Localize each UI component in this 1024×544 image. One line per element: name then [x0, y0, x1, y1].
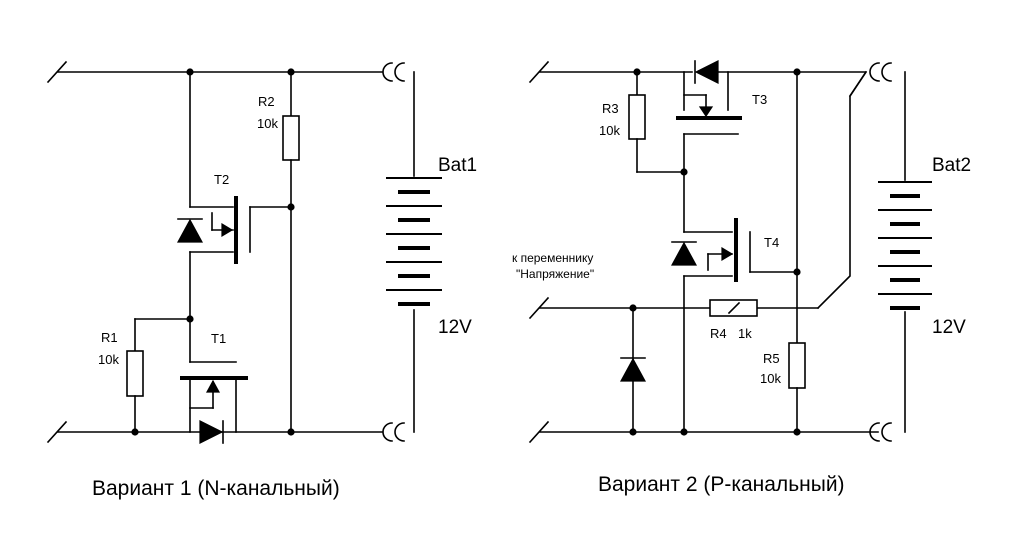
v2-junction [629, 304, 637, 312]
t4-body-diode-icon [670, 241, 698, 266]
r2-resistor [282, 115, 300, 161]
variant1-schematic: Bat1 12V R2 10k T2 R1 10k [46, 60, 477, 500]
r4-slash [727, 301, 741, 315]
r4-value: 1k [738, 326, 752, 341]
t4-label: T4 [764, 235, 779, 250]
v1-junction [287, 68, 295, 76]
r2-label: R2 [258, 94, 275, 109]
r5-resistor [788, 342, 806, 389]
v1-junction [186, 68, 194, 76]
v2-junction [633, 68, 641, 76]
v2-battery-voltage: 12V [932, 317, 966, 338]
v1-bottom-connector-icon [382, 422, 405, 442]
r4-label: R4 [710, 326, 727, 341]
r5-label: R5 [763, 351, 780, 366]
t1-label: T1 [211, 331, 226, 346]
v1-top-connector-icon [382, 62, 405, 82]
variant1-caption: Вариант 1 (N-канальный) [92, 477, 340, 500]
v2-battery-name: Bat2 [932, 155, 971, 176]
t3-arrow-icon [698, 106, 714, 118]
t4-arrow-icon [721, 246, 734, 262]
t3-body-diode-icon [694, 60, 719, 84]
t1-arrow-icon [205, 379, 221, 393]
variant2-schematic: Bat2 12V R3 10k T3 [512, 60, 971, 496]
v2-junction [793, 268, 801, 276]
t1-body-diode-icon [199, 420, 224, 444]
v2-bottom-input-tick [528, 420, 550, 444]
t2-body-diode-icon [176, 218, 204, 243]
switch-note-line1: к переменнику [512, 251, 593, 265]
v1-battery-icon [386, 177, 442, 306]
t2-label: T2 [214, 172, 229, 187]
v2-junction [680, 428, 688, 436]
v2-switch-contact [848, 70, 868, 98]
r1-value: 10k [98, 352, 119, 367]
r1-resistor [126, 350, 144, 397]
r3-label: R3 [602, 101, 619, 116]
v2-top-connector-icon [869, 62, 892, 82]
r3-resistor [628, 94, 646, 140]
v1-junction [186, 315, 194, 323]
zener-diode-icon [619, 357, 647, 382]
v1-junction [287, 428, 295, 436]
r1-label: R1 [101, 330, 118, 345]
r5-value: 10k [760, 371, 781, 386]
v2-top-input-tick [528, 60, 550, 84]
v1-bottom-input-tick [46, 420, 68, 444]
v1-junction [287, 203, 295, 211]
t3-label: T3 [752, 92, 767, 107]
r3-value: 10k [599, 123, 620, 138]
v2-junction [793, 68, 801, 76]
v1-battery-name: Bat1 [438, 155, 477, 176]
v1-junction [131, 428, 139, 436]
v1-battery-voltage: 12V [438, 317, 472, 338]
v2-bottom-connector-icon [869, 422, 892, 442]
v2-switch-wire [816, 70, 868, 310]
switch-note-line2: "Напряжение" [516, 267, 594, 281]
v2-battery-icon [878, 181, 932, 310]
v2-junction [680, 168, 688, 176]
t2-arrow-icon [221, 222, 234, 238]
v2-junction [629, 428, 637, 436]
v2-middle-input-tick [528, 296, 550, 320]
v2-junction [793, 428, 801, 436]
variant2-caption: Вариант 2 (P-канальный) [598, 473, 845, 496]
r2-value: 10k [257, 116, 278, 131]
v1-top-input-tick [46, 60, 68, 84]
